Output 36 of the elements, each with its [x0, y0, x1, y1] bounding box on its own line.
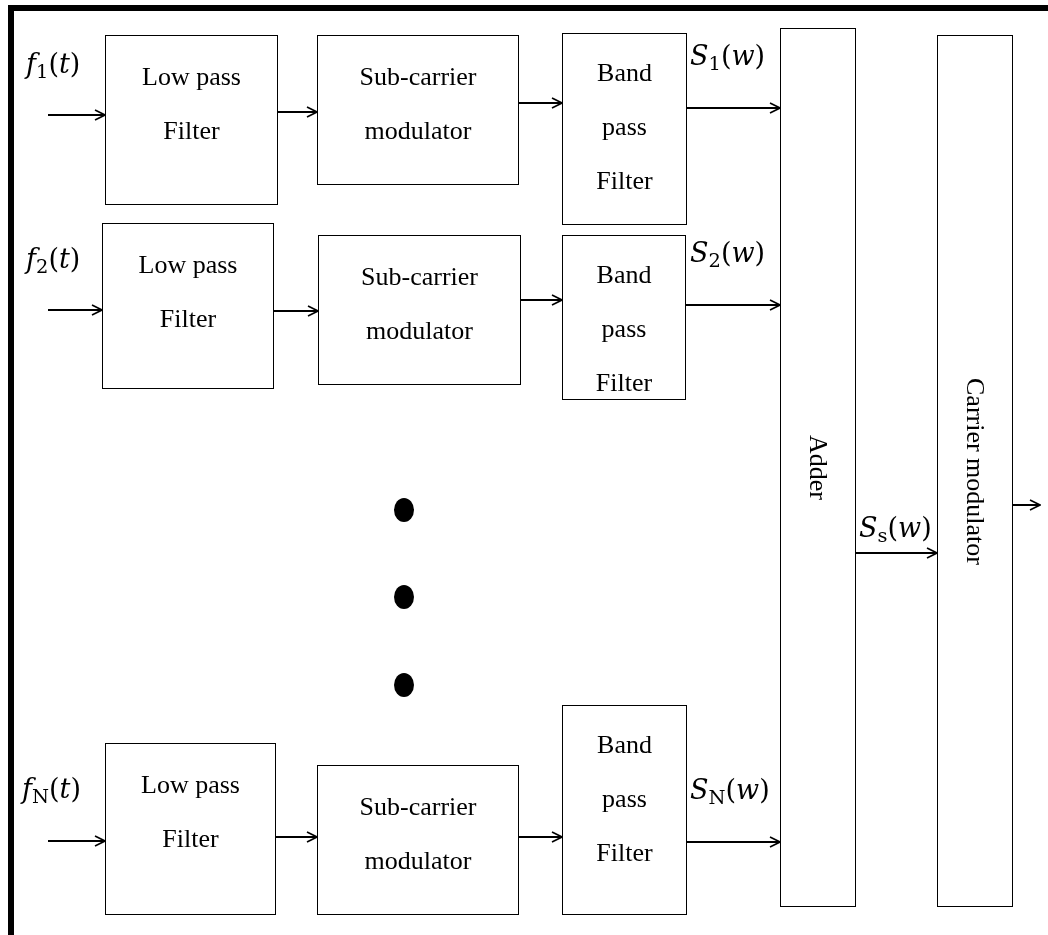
modulator-box	[317, 35, 519, 185]
arrow	[47, 304, 103, 316]
arrow	[277, 106, 318, 118]
box-label: Band pass Filter	[595, 57, 654, 197]
filter-box	[102, 223, 274, 389]
modulator-box	[317, 765, 519, 915]
arrow	[686, 102, 781, 114]
filter-box	[105, 743, 276, 915]
arrow	[518, 97, 563, 109]
box-label: Sub-carrier modulator	[358, 61, 478, 147]
arrow	[686, 836, 781, 848]
arrow	[520, 294, 563, 306]
arrow	[855, 547, 938, 559]
box-label: Sub-carrier modulator	[360, 261, 479, 347]
box-label: Low pass Filter	[141, 61, 242, 147]
arrow	[47, 109, 106, 121]
block-box	[780, 28, 856, 907]
filter-box	[562, 235, 686, 400]
box-label: Low pass Filter	[140, 769, 241, 855]
arrow	[685, 299, 781, 311]
block-box	[937, 35, 1013, 907]
arrow	[273, 305, 319, 317]
box-label: Adder	[803, 435, 833, 500]
arrow	[47, 835, 106, 847]
filter-box	[105, 35, 278, 205]
box-label: Band pass Filter	[595, 729, 654, 869]
box-label: Band pass Filter	[594, 259, 654, 399]
modulator-box	[318, 235, 521, 385]
filter-box	[562, 33, 687, 225]
filter-box	[562, 705, 687, 915]
arrow	[1012, 499, 1041, 511]
box-label: Carrier modulator	[960, 377, 990, 565]
box-label: Sub-carrier modulator	[358, 791, 478, 877]
arrow	[275, 831, 318, 843]
box-label: Low pass Filter	[137, 249, 239, 335]
arrow	[518, 831, 563, 843]
